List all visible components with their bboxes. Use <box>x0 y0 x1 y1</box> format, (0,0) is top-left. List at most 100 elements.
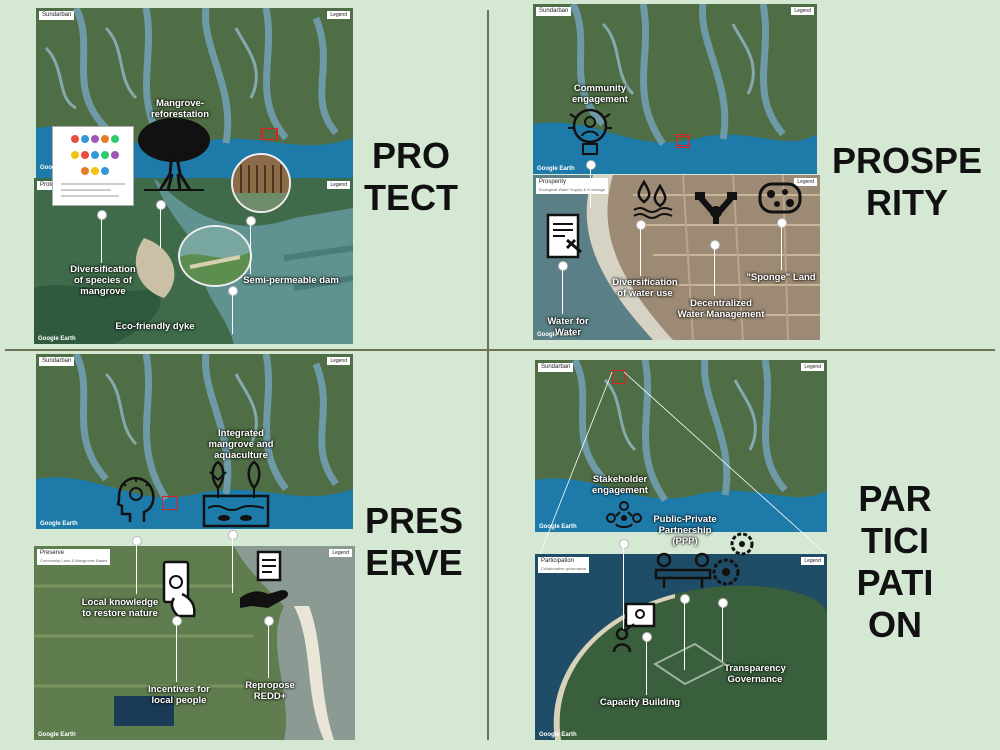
map-pin[interactable] <box>718 598 728 608</box>
map-pin[interactable] <box>636 220 646 230</box>
pin-connector <box>250 224 251 274</box>
map-pin[interactable] <box>228 530 238 540</box>
head-idea-icon <box>114 474 160 524</box>
label-repropose-redd: Repropose REDD+ <box>245 680 295 702</box>
label-ppp: Public-Private Partnership (PPP) <box>653 514 717 547</box>
mangrove-tree-icon <box>134 112 214 192</box>
google-earth-watermark: Google Earth <box>539 732 577 738</box>
label-water-for-water: Water for Water <box>547 316 589 338</box>
idea-presentation-icon <box>612 602 656 654</box>
pin-connector <box>684 602 685 670</box>
map-location-tag: Sundarban <box>538 363 574 372</box>
label-diversification-water: Diversification of water use <box>612 277 678 299</box>
focus-area-marker <box>162 496 178 510</box>
participation-overview-map[interactable]: Sundarban Legend Google Earth <box>535 360 827 532</box>
pipe-network-icon <box>695 190 737 228</box>
pin-connector <box>640 228 641 276</box>
google-earth-watermark: Google Earth <box>40 165 78 171</box>
title-participation: PAR TICI PATI ON <box>856 478 934 645</box>
map-pin[interactable] <box>228 286 238 296</box>
focus-area-marker <box>612 370 625 384</box>
legend-button[interactable]: Legend <box>791 7 814 15</box>
google-earth-watermark: Google Earth <box>38 336 76 342</box>
focus-area-marker <box>676 136 690 148</box>
preserve-overview-map[interactable]: Sundarban Legend Google Earth <box>36 354 353 529</box>
prosperity-overview-map[interactable]: Sundarban Legend Google Earth <box>533 4 817 174</box>
label-incentives: Incentives for local people <box>148 684 210 706</box>
title-protect: PRO TECT <box>364 135 458 218</box>
pin-connector <box>562 269 563 314</box>
map-pin[interactable] <box>586 160 596 170</box>
vertical-divider <box>487 10 489 740</box>
label-semi-permeable-dam: Semi-permeable dam <box>243 275 339 286</box>
legend-button[interactable]: Legend <box>794 178 817 186</box>
label-community-engagement: Community engagement <box>572 83 628 105</box>
legal-document-icon <box>545 212 585 260</box>
stakeholder-group-icon <box>604 498 644 534</box>
map-pin[interactable] <box>680 594 690 604</box>
title-preserve: PRES ERVE <box>364 500 464 583</box>
map-pin[interactable] <box>642 632 652 642</box>
map-section-tag: Protect <box>37 181 63 190</box>
map-pin[interactable] <box>558 261 568 271</box>
label-diversification-species: Diversification of species of mangrove <box>70 264 136 297</box>
legend-button[interactable]: Legend <box>801 557 824 565</box>
map-pin[interactable] <box>156 200 166 210</box>
dyke-photo-circle <box>178 225 252 287</box>
map-pin[interactable] <box>246 216 256 226</box>
label-decentralized-water: Decentralized Water Management <box>677 298 765 320</box>
map-location-tag: Sundarban <box>39 11 75 20</box>
label-capacity-building: Capacity Building <box>599 697 681 708</box>
pin-connector <box>722 606 723 661</box>
pin-connector <box>160 208 161 248</box>
pin-connector <box>623 547 624 629</box>
pin-connector <box>232 538 233 593</box>
legend-button[interactable]: Legend <box>327 181 350 189</box>
label-stakeholder-engagement: Stakeholder engagement <box>592 474 648 496</box>
map-pin[interactable] <box>264 616 274 626</box>
map-location-tag: Sundarban <box>536 7 572 16</box>
species-chart-thumbnail[interactable] <box>52 126 134 206</box>
google-earth-watermark: Google Earth <box>40 521 78 527</box>
pin-connector <box>268 624 269 678</box>
label-integrated-mangrove: Integrated mangrove and aquaculture <box>208 428 274 461</box>
legend-button[interactable]: Legend <box>327 357 350 365</box>
ppp-meeting-gears-icon <box>650 530 760 590</box>
aquaculture-plants-icon <box>200 458 272 528</box>
sponge-icon <box>757 180 803 216</box>
water-drops-icon <box>632 178 674 220</box>
pin-connector <box>232 294 233 334</box>
lightbulb-person-icon <box>568 106 612 160</box>
map-pin[interactable] <box>97 210 107 220</box>
cash-hand-icon <box>156 558 200 618</box>
pin-connector <box>136 544 137 594</box>
label-local-knowledge: Local knowledge to restore nature <box>81 597 159 619</box>
label-transparency-governance: Transparency Governance <box>724 663 786 685</box>
pin-connector <box>176 624 177 682</box>
map-pin[interactable] <box>777 218 787 228</box>
label-sponge-land: "Sponge" Land <box>746 272 816 283</box>
google-earth-watermark: Google Earth <box>537 332 575 338</box>
legend-button[interactable]: Legend <box>801 363 824 371</box>
pin-connector <box>101 218 102 263</box>
legend-button[interactable]: Legend <box>329 549 352 557</box>
legend-button[interactable]: Legend <box>327 11 350 19</box>
focus-area-marker <box>262 128 278 140</box>
google-earth-watermark: Google Earth <box>539 524 577 530</box>
map-pin[interactable] <box>619 539 629 549</box>
google-earth-watermark: Google Earth <box>38 732 76 738</box>
map-pin[interactable] <box>172 616 182 626</box>
horizontal-divider <box>5 349 995 351</box>
dam-photo-circle <box>231 153 291 213</box>
map-pin[interactable] <box>132 536 142 546</box>
document-hand-icon <box>238 550 292 612</box>
map-pin[interactable] <box>710 240 720 250</box>
map-location-tag: Sundarban <box>39 357 75 366</box>
pin-connector <box>646 640 647 695</box>
pin-connector <box>714 248 715 296</box>
